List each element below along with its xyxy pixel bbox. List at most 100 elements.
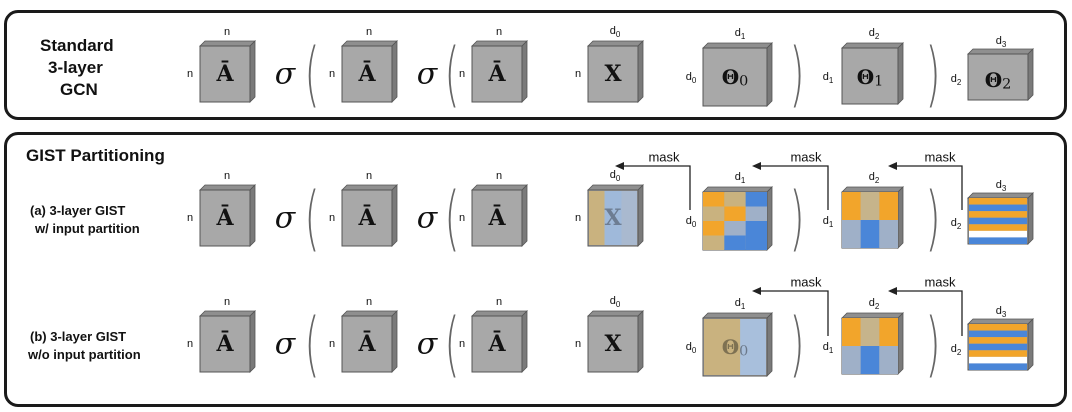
row-b-x-d0-top: d0 [609, 294, 621, 310]
std-x-block [587, 40, 644, 103]
row-a-adj-block-1-face [199, 189, 251, 247]
theta1-cell [860, 220, 880, 234]
row-b-theta1-block [841, 312, 904, 375]
row-a-mask-arrow-2-line [760, 165, 829, 210]
partition-tan [589, 191, 606, 245]
row-a-adj-n-left-3: n [458, 212, 466, 224]
theta0-cell [745, 221, 767, 236]
std-theta1-d1-left: d1 [822, 70, 834, 86]
row-b-adj-n-left-1: n [186, 338, 194, 350]
row-a-mask-arrow-3-head [888, 162, 897, 170]
row-a-theta1-block-side [897, 186, 904, 249]
partition-gray [621, 191, 637, 245]
row-b-theta2-block [967, 318, 1034, 371]
theta1-cell [860, 206, 880, 220]
std-theta1-d2-top: d2 [868, 26, 880, 42]
row-b-adj-n-left-3: n [458, 338, 466, 350]
row-b-adj-n-top-1: n [223, 296, 231, 308]
row-b-theta0-block-top [702, 312, 773, 319]
theta1-cell [879, 220, 898, 234]
partition-blue [740, 319, 766, 375]
std-adj-n-top-2: n [365, 26, 373, 38]
std-adj-block-1-side [249, 40, 256, 103]
row-b-x-block-top [587, 310, 644, 317]
row-b-open-paren-1: ( [304, 303, 320, 385]
row-a-theta2-d2-left: d2 [950, 216, 962, 232]
row-b-mask-label-2: mask [924, 274, 956, 290]
std-sigma-2: σ [416, 56, 438, 92]
theta1-cell [860, 234, 880, 248]
row-a-theta0-block-side [766, 186, 773, 251]
theta2-stripe [969, 230, 1027, 238]
row-b-mask-arrow-1-head [752, 287, 761, 295]
row-a-theta0-block [702, 186, 773, 251]
theta2-stripe [969, 224, 1027, 231]
row-a-adj-n-left-1: n [186, 212, 194, 224]
row-b-mask-arrow-2-head [888, 287, 897, 295]
std-theta1-block-face [841, 47, 899, 105]
theta1-cell [842, 346, 861, 360]
theta0-cell [724, 206, 746, 221]
row-b-x-block [587, 310, 644, 373]
row-b-adj-block-1-face [199, 315, 251, 373]
row-b-adj-block-2 [341, 310, 398, 373]
std-adj-symbol-3: Ā [487, 60, 506, 87]
row-a-adj-block-3-side [521, 184, 528, 247]
row-b-adj-block-3-face [471, 315, 523, 373]
theta2-stripe [969, 356, 1027, 364]
row-a-close-paren-1: ) [789, 177, 805, 259]
row-a-theta0-d0-left: d0 [685, 214, 697, 230]
row-a-adj-block-2-face [341, 189, 393, 247]
row-a-mask-label-2: mask [790, 149, 822, 165]
row-a-adj-symbol-2: Ā [357, 204, 376, 231]
row-a-theta1-d1-left: d1 [822, 214, 834, 230]
std-theta0-d0-left: d0 [685, 70, 697, 86]
std-theta0-block-side [766, 42, 773, 107]
row-b-sigma-1: σ [274, 326, 296, 362]
row-a-adj-block-2-side [391, 184, 398, 247]
std-adj-n-left-1: n [186, 68, 194, 80]
std-adj-block-2-face [341, 45, 393, 103]
row-a-theta1-block-top [841, 186, 904, 193]
std-adj-block-3-top [471, 40, 528, 47]
row-b-theta0-d1-top: d1 [734, 296, 746, 312]
row-b-adj-block-1-top [199, 310, 256, 317]
theta1-cell [842, 318, 861, 332]
std-theta1-block-top [841, 42, 904, 49]
row-a-mask-arrow-3 [888, 162, 963, 210]
row-a-x-block-top [587, 184, 644, 191]
theta1-cell [860, 318, 880, 332]
theta2-stripe [969, 211, 1027, 218]
row-b-adj-block-2-face [341, 315, 393, 373]
row-a-theta2-d3-top: d3 [995, 178, 1007, 194]
theta1-cell [842, 220, 861, 234]
theta1-cell [842, 206, 861, 220]
std-adj-block-1-top [199, 40, 256, 47]
row-b-adj-block-2-side [391, 310, 398, 373]
row-a-theta0-block-top [702, 186, 773, 193]
row-a-adj-block-1-top [199, 184, 256, 191]
row-b-adj-block-3 [471, 310, 528, 373]
theta0-cell [703, 221, 725, 236]
row-a-x-block [587, 184, 644, 247]
row-a-x-n-left: n [574, 212, 582, 224]
theta0-cell [724, 235, 746, 250]
row-b-x-n-left: n [574, 338, 582, 350]
row-a-label-line1: (a) 3-layer GIST [30, 203, 126, 218]
row-a-adj-block-2 [341, 184, 398, 247]
std-x-block-face [587, 45, 639, 103]
theta0-cell [745, 192, 767, 207]
std-close-paren-1: ) [789, 33, 805, 115]
std-theta0-d1-top: d1 [734, 26, 746, 42]
row-a-theta2-block-side [1027, 192, 1034, 245]
std-adj-n-top-1: n [223, 26, 231, 38]
std-x-n-left: n [574, 68, 582, 80]
row-b-mask-arrow-1-line [760, 290, 829, 336]
std-adj-block-3-face [471, 45, 523, 103]
std-adj-block-2-top [341, 40, 398, 47]
std-adj-symbol-2: Ā [357, 60, 376, 87]
row-b-theta0-block [702, 312, 773, 377]
row-a-theta1-block [841, 186, 904, 249]
row-b-mask-arrow-2-line [896, 290, 963, 336]
theta1-cell [842, 234, 861, 248]
